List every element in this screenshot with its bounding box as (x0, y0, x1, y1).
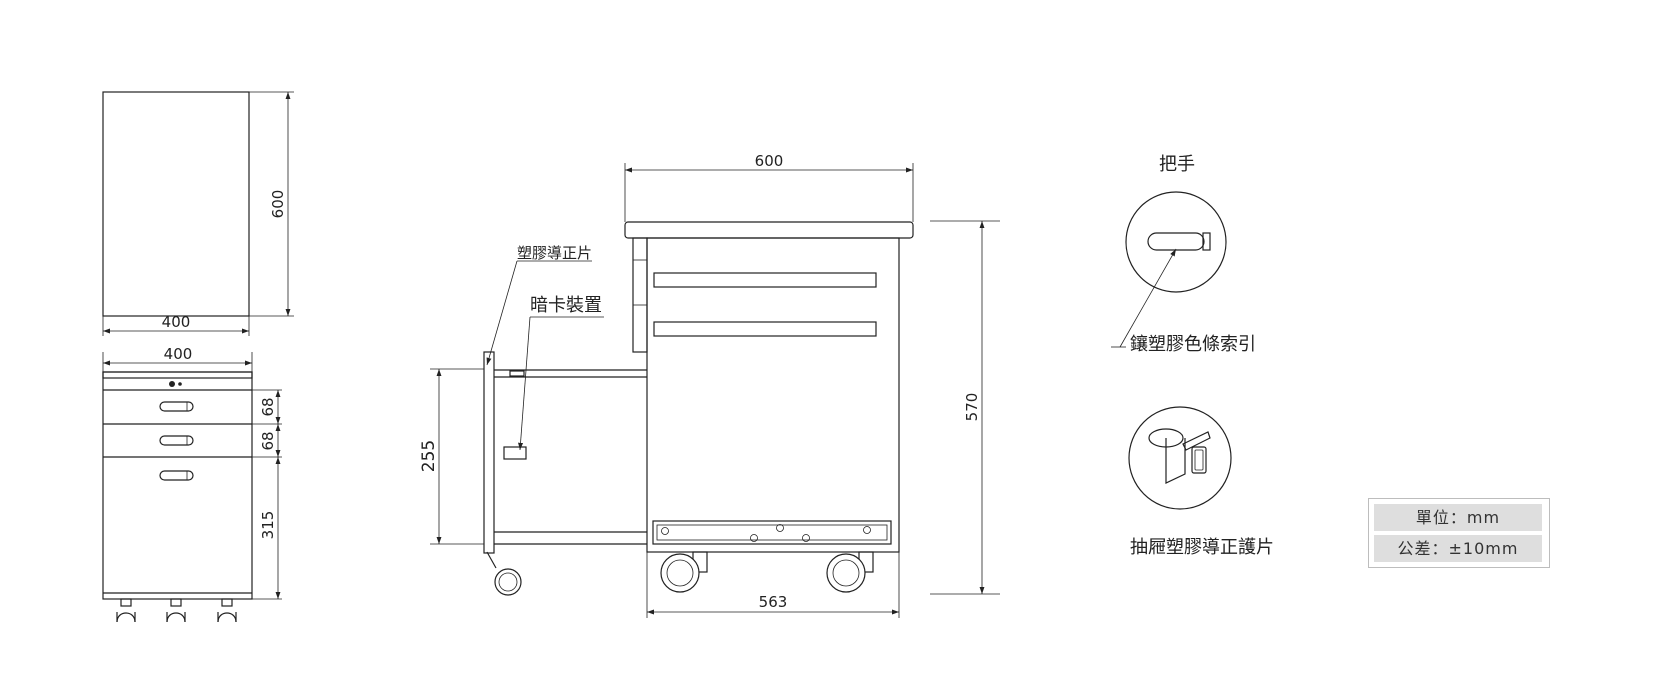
front-width-label: 400 (164, 345, 193, 363)
bolt-icon (863, 526, 871, 534)
top-view-outline (102, 91, 250, 317)
side-top-width-label: 600 (755, 152, 784, 170)
bolt-icon (802, 534, 810, 542)
side-height-label: 570 (963, 393, 981, 422)
drawer-handle-icon (159, 470, 194, 481)
caster-icon (166, 598, 186, 623)
drawer2-height-label: 68 (259, 431, 277, 450)
hidden-latch-label: 暗卡裝置 (530, 295, 602, 316)
top-view: 600 400 (102, 91, 294, 336)
plastic-guide-label: 塑膠導正片 (517, 244, 592, 262)
top-depth-label: 600 (269, 190, 287, 219)
caster-wheel-icon (826, 551, 874, 593)
side-base-width-label: 563 (759, 593, 788, 611)
unit-box: 單位：mm 公差：±10mm (1368, 498, 1550, 568)
drawer-handle-icon (159, 401, 194, 412)
handle-icon (1147, 232, 1211, 251)
top-width-label: 400 (162, 313, 191, 331)
caster-icon (116, 598, 136, 623)
guide-clip-icon (1148, 428, 1211, 484)
handle-detail: 把手 鑲塑膠色條索引 (1111, 154, 1256, 355)
bolt-icon (661, 527, 669, 535)
lock-icon (169, 381, 175, 387)
drawer3-height-label: 315 (259, 511, 277, 540)
drawer-opening-label: 255 (419, 440, 439, 472)
caster-icon (217, 598, 237, 623)
drawer1-height-label: 68 (259, 397, 277, 416)
drawer-guide-label: 抽屜塑膠導正護片 (1130, 537, 1274, 558)
drawer-handle-icon (159, 435, 194, 446)
bolt-icon (776, 524, 784, 532)
tolerance-label: 公差：±10mm (1374, 535, 1542, 562)
handle-strip-label: 鑲塑膠色條索引 (1130, 334, 1256, 355)
side-view: 600 570 255 (419, 152, 1000, 618)
unit-label: 單位：mm (1374, 504, 1542, 531)
handle-title: 把手 (1159, 154, 1195, 175)
caster-wheel-icon (660, 551, 708, 593)
drawer-guide-detail: 抽屜塑膠導正護片 (1128, 406, 1274, 558)
bolt-icon (750, 534, 758, 542)
front-view: 400 (102, 345, 282, 623)
